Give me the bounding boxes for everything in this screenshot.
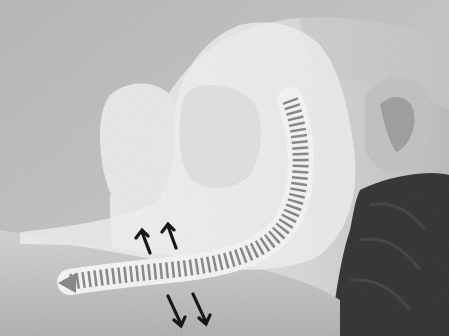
mouth-area	[179, 85, 261, 188]
